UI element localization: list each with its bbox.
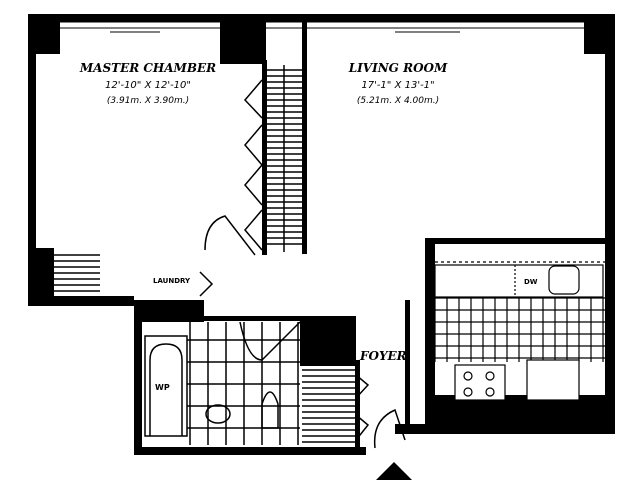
foyer-label: FOYER bbox=[359, 349, 407, 363]
closet-shelving bbox=[54, 65, 355, 443]
bathroom bbox=[144, 322, 300, 445]
living-room-dims-imperial: 17'-1" X 13'-1" bbox=[361, 80, 434, 91]
tub-label: WP bbox=[155, 383, 170, 392]
dishwasher-label: DW bbox=[524, 278, 538, 286]
living-room-dims-metric: (5.21m. X 4.00m.) bbox=[357, 96, 439, 106]
living-room-name: LIVING ROOM bbox=[348, 61, 448, 75]
master-chamber-dims-imperial: 12'-10" X 12'-10" bbox=[105, 80, 191, 91]
walls bbox=[28, 14, 615, 455]
laundry-label: LAUNDRY bbox=[153, 277, 191, 285]
entry-arrow bbox=[376, 462, 412, 480]
master-chamber-name: MASTER CHAMBER bbox=[79, 61, 216, 75]
master-chamber-dims-metric: (3.91m. X 3.90m.) bbox=[107, 96, 189, 106]
kitchen bbox=[434, 261, 605, 401]
windows bbox=[60, 21, 584, 33]
